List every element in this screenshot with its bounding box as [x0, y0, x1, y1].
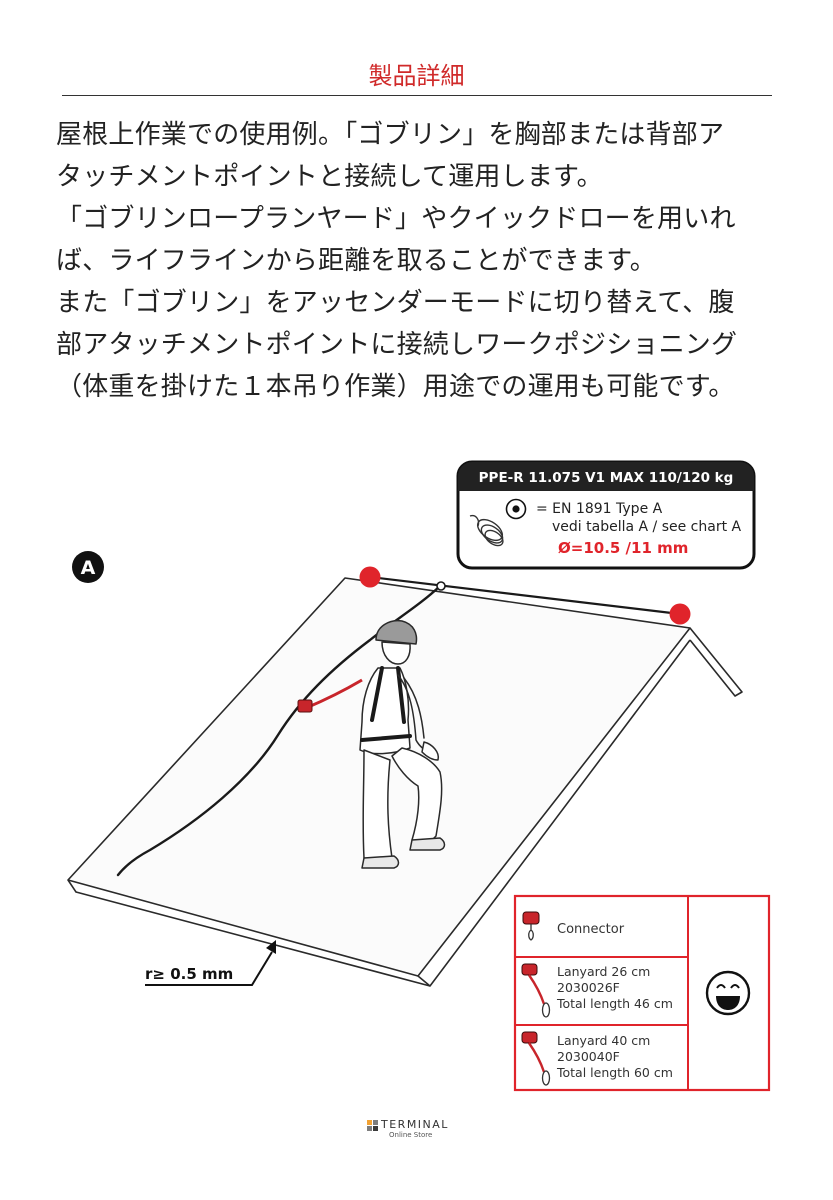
description-line: タッチメントポイントと接続して運用します。 [56, 162, 603, 192]
marker-a-label: A [81, 557, 96, 579]
marker-a: A [72, 551, 104, 583]
lanyard-40-icon [521, 1031, 551, 1086]
logo-brand-text: TERMINAL [381, 1118, 449, 1131]
lanyard-26-code: 2030026F [557, 980, 620, 995]
description-line: 屋根上作業での使用例。「ゴブリン」を胸部または背部ア [56, 120, 725, 150]
legend-connector-label: Connector [557, 922, 625, 937]
page-title: 製品詳細 [368, 62, 465, 90]
logo-sub-text: Online Store [389, 1131, 433, 1139]
cert-header: PPE-R 11.075 V1 MAX 110/120 kg [479, 470, 734, 486]
certification-box: PPE-R 11.075 V1 MAX 110/120 kg = EN 1891… [456, 460, 756, 570]
smiley-face-icon [705, 970, 751, 1016]
description-line: ば、ライフラインから距離を取ることができます。 [56, 246, 657, 276]
description-line: （体重を掛けた１本吊り作業）用途での運用も可能です。 [56, 372, 735, 402]
product-description: 屋根上作業での使用例。「ゴブリン」を胸部または背部ア タッチメントポイントと接続… [56, 114, 786, 408]
anchor-point-right [669, 603, 691, 625]
logo-square [373, 1126, 378, 1131]
radius-annotation: r≥ 0.5 mm [145, 940, 276, 986]
description-line: 部アタッチメントポイントに接続しワークポジショニング [56, 330, 738, 360]
lanyard-26-length: Total length 46 cm [556, 996, 673, 1011]
cert-standard: = EN 1891 Type A [536, 501, 663, 517]
lanyard-26-icon [521, 963, 551, 1018]
type-a-symbol-icon [505, 498, 527, 520]
logo-square [373, 1120, 378, 1125]
logo-square [367, 1126, 372, 1131]
lanyard-40-code: 2030040F [557, 1049, 620, 1064]
description-line: また「ゴブリン」をアッセンダーモードに切り替えて、腹 [56, 288, 735, 318]
terminal-logo: TERMINAL Online Store [367, 1118, 467, 1142]
title-divider [62, 95, 772, 96]
cert-diameter: Ø=10.5 /11 mm [558, 539, 688, 557]
rope-coil-icon [469, 514, 504, 547]
logo-square [367, 1120, 372, 1125]
cert-chart-reference: vedi tabella A / see chart A [552, 519, 742, 535]
lanyard-device [297, 678, 363, 713]
anchor-point-left [359, 566, 381, 588]
legend-table: Connector Lanyard 26 cm 2030026F Total l… [513, 894, 771, 1092]
description-line: 「ゴブリンロープランヤード」やクイックドローを用いれ [56, 204, 736, 234]
worker-figure [359, 619, 446, 869]
lanyard-40-name: Lanyard 40 cm [557, 1033, 650, 1048]
lanyard-26-name: Lanyard 26 cm [557, 964, 650, 979]
lanyard-40-length: Total length 60 cm [556, 1065, 673, 1080]
radius-label: r≥ 0.5 mm [145, 965, 233, 983]
connector-icon [522, 911, 540, 941]
